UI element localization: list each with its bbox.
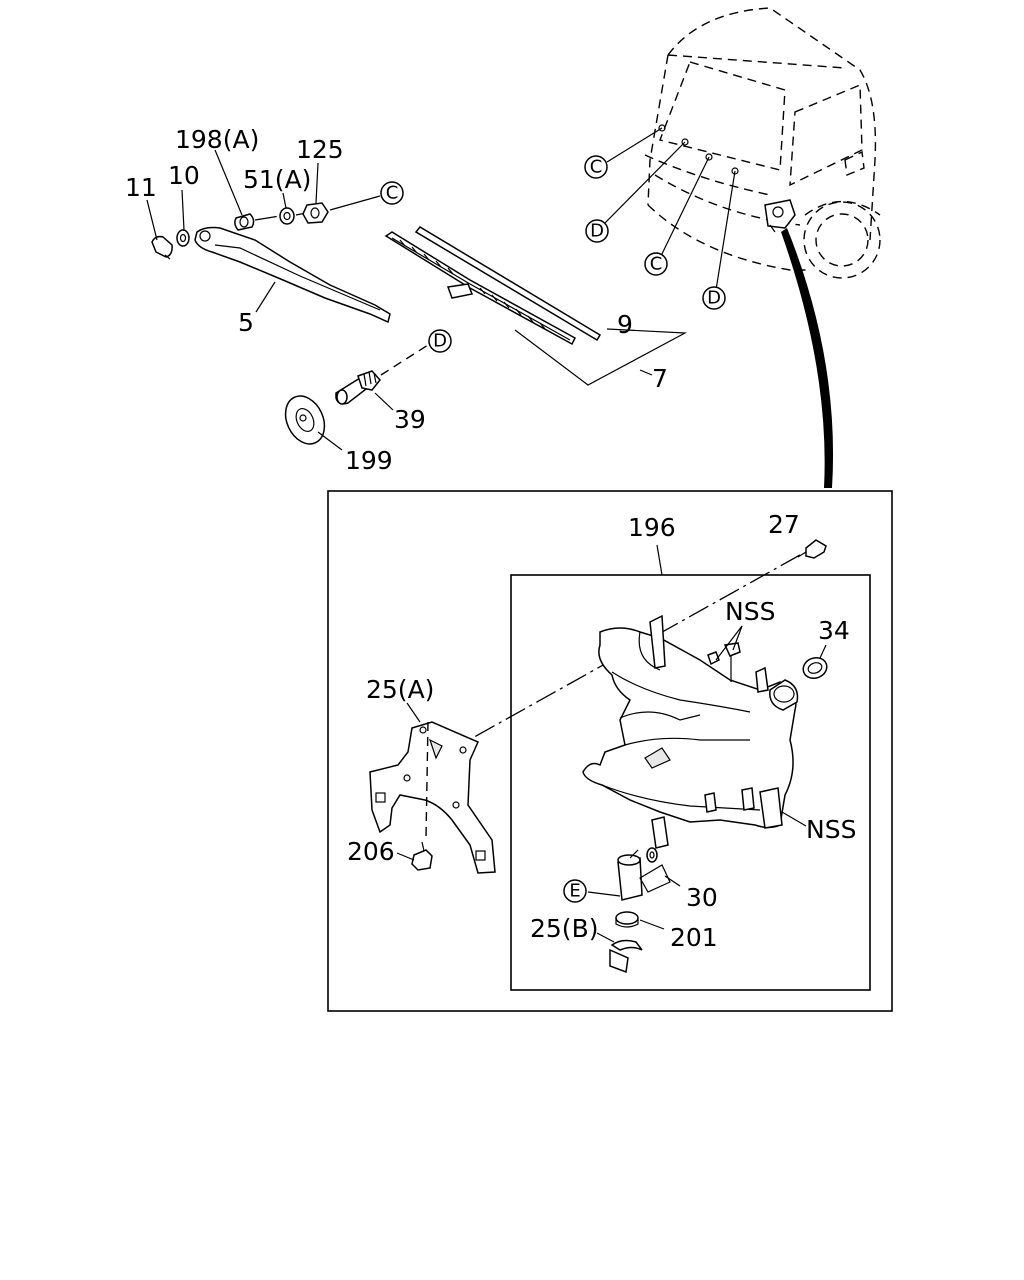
label-nss-top: NSS bbox=[725, 597, 775, 626]
ref-c-van2-text: C bbox=[650, 254, 663, 275]
clip-25b-icon bbox=[609, 939, 643, 974]
ref-c-van1: C bbox=[584, 155, 608, 179]
bracket-25a-icon bbox=[369, 721, 496, 874]
label-25a: 25(A) bbox=[366, 675, 434, 704]
ref-d-van1-text: D bbox=[590, 221, 604, 242]
callout-leader bbox=[781, 228, 834, 488]
bolt-27-icon bbox=[797, 539, 827, 559]
label-199: 199 bbox=[345, 446, 393, 475]
label-196: 196 bbox=[628, 513, 676, 542]
ref-e-pump: E bbox=[563, 879, 587, 903]
label-25b: 25(B) bbox=[530, 914, 598, 943]
label-7: 7 bbox=[652, 364, 668, 393]
label-39: 39 bbox=[394, 405, 426, 434]
label-11: 11 bbox=[125, 173, 157, 202]
bolt-206-icon bbox=[411, 841, 433, 871]
ring-201-icon bbox=[615, 911, 639, 928]
ref-c-arm: C bbox=[380, 181, 404, 205]
ref-d-motor: D bbox=[428, 329, 452, 353]
vehicle-rear-outline bbox=[602, 7, 881, 488]
label-51a: 51(A) bbox=[243, 165, 311, 194]
nut-125-icon bbox=[302, 202, 329, 224]
ref-c-van1-text: C bbox=[590, 157, 603, 178]
label-5: 5 bbox=[238, 308, 254, 337]
label-nss-right: NSS bbox=[806, 815, 856, 844]
washer-tank-location-icon bbox=[764, 199, 796, 233]
washer-tank-detail bbox=[327, 490, 893, 1012]
outer-detail-frame bbox=[327, 490, 893, 1012]
cap-11-icon bbox=[151, 235, 173, 260]
ref-c-van2: C bbox=[644, 252, 668, 276]
label-34: 34 bbox=[818, 616, 850, 645]
label-27: 27 bbox=[768, 510, 800, 539]
ref-d-motor-text: D bbox=[433, 331, 447, 352]
ref-d-van2-text: D bbox=[707, 288, 721, 309]
wiper-arm-5-icon bbox=[194, 226, 391, 324]
label-198a: 198(A) bbox=[175, 125, 259, 154]
washer-tank-icon bbox=[582, 614, 799, 849]
label-9: 9 bbox=[617, 310, 633, 339]
ref-c-arm-text: C bbox=[386, 183, 399, 204]
label-201: 201 bbox=[670, 923, 718, 952]
seal-ring-34-icon bbox=[802, 656, 828, 680]
washer-51a-icon bbox=[279, 207, 295, 225]
ref-d-van1: D bbox=[585, 219, 609, 243]
inner-assembly-frame bbox=[510, 574, 871, 991]
label-30: 30 bbox=[686, 883, 718, 912]
wiper-blade-7-icon bbox=[384, 231, 576, 346]
wiper-arm-parts bbox=[146, 149, 688, 451]
label-206: 206 bbox=[347, 837, 395, 866]
blade-refill-9-icon bbox=[414, 226, 602, 342]
washer-10-icon bbox=[176, 229, 190, 247]
label-10: 10 bbox=[168, 161, 200, 190]
ref-d-van2: D bbox=[702, 286, 726, 310]
washer-pump-30-icon bbox=[617, 847, 671, 901]
ref-e-pump-text: E bbox=[569, 881, 580, 902]
label-125: 125 bbox=[296, 135, 344, 164]
pivot-shaft-39-icon bbox=[335, 370, 381, 405]
bushing-198a-icon bbox=[234, 213, 255, 231]
grommet-199-icon bbox=[284, 395, 326, 445]
